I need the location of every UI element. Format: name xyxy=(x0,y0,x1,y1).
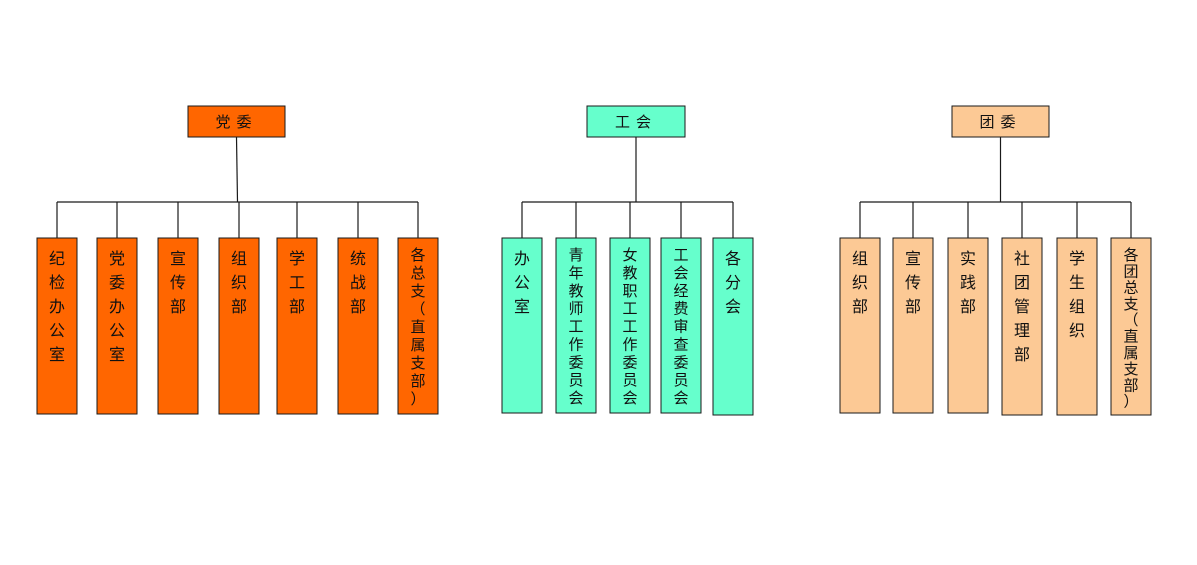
top-node-label: 党委 xyxy=(215,113,257,131)
child-node-box xyxy=(36,237,78,415)
child-node-box xyxy=(1001,237,1043,416)
top-node-box xyxy=(187,105,286,138)
child-node-label: 统战部 xyxy=(350,249,366,316)
child-node-label: 各团总支（直属支部） xyxy=(1123,246,1138,411)
child-node-label: 组织部 xyxy=(852,249,868,316)
child-node-box xyxy=(157,237,199,415)
child-node-label: 实践部 xyxy=(960,249,976,316)
child-node-label: 青年教师工作委员会 xyxy=(568,246,583,407)
child-node-label: 女教职工工作委员会 xyxy=(622,246,637,407)
child-node-box xyxy=(839,237,881,414)
child-node-box xyxy=(96,237,138,415)
child-node-label: 纪检办公室 xyxy=(49,249,65,364)
child-node-box xyxy=(712,237,754,416)
child-node-label: 各总支（直属支部） xyxy=(410,246,425,408)
child-node-box xyxy=(555,237,597,414)
child-node-label: 社团管理部 xyxy=(1014,249,1030,364)
child-node-box xyxy=(218,237,260,415)
child-node-box xyxy=(276,237,318,415)
child-node-box xyxy=(501,237,543,414)
child-node-box xyxy=(947,237,989,414)
child-node-label: 学生组织 xyxy=(1069,249,1085,340)
child-node-box xyxy=(892,237,934,414)
child-node-label: 宣传部 xyxy=(905,249,921,316)
child-node-label: 办公室 xyxy=(514,249,530,316)
child-node-box xyxy=(609,237,651,414)
top-node-label: 工会 xyxy=(615,113,657,131)
top-node-box xyxy=(951,105,1050,138)
child-node-label: 工会经费审查委员会 xyxy=(673,246,688,407)
child-node-label: 各分会 xyxy=(725,249,741,316)
top-node-label: 团委 xyxy=(979,113,1021,131)
child-node-label: 党委办公室 xyxy=(109,249,125,364)
child-node-box xyxy=(337,237,379,415)
child-node-label: 宣传部 xyxy=(170,249,186,316)
child-node-label: 组织部 xyxy=(231,249,247,316)
child-node-box xyxy=(397,237,439,415)
child-node-label: 学工部 xyxy=(289,249,305,316)
child-node-box xyxy=(660,237,702,414)
child-node-box xyxy=(1110,237,1152,416)
connector-trunk xyxy=(235,136,239,203)
child-node-box xyxy=(1056,237,1098,416)
